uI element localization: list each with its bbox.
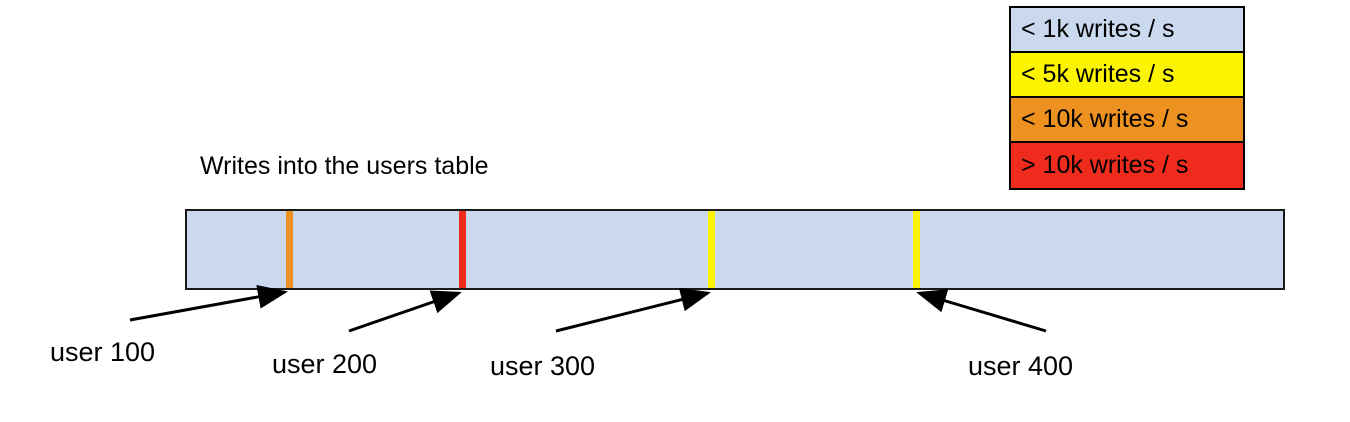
marker-user-300 [708, 211, 715, 288]
label-user-100: user 100 [50, 337, 156, 367]
label-user-200: user 200 [272, 349, 378, 379]
arrow-user-400 [916, 289, 1047, 333]
marker-user-100 [286, 211, 293, 288]
label-user-300: user 300 [490, 351, 596, 381]
users-table-range-bar [185, 209, 1285, 290]
legend-item-lt-1k: < 1k writes / s [1011, 8, 1243, 53]
legend-item-label: < 1k writes / s [1021, 15, 1175, 43]
arrow-user-200 [348, 290, 462, 333]
legend: < 1k writes / s < 5k writes / s < 10k wr… [1009, 6, 1245, 190]
legend-item-label: < 5k writes / s [1021, 60, 1175, 88]
chart-title: Writes into the users table [200, 152, 489, 180]
marker-user-400 [913, 211, 920, 288]
label-user-400: user 400 [968, 351, 1074, 381]
legend-item-lt-10k: < 10k writes / s [1011, 98, 1243, 143]
legend-item-gt-10k: > 10k writes / s [1011, 143, 1243, 188]
legend-item-label: < 10k writes / s [1021, 105, 1189, 133]
marker-user-200 [459, 211, 466, 288]
legend-item-label: > 10k writes / s [1021, 151, 1189, 179]
arrow-user-100 [129, 284, 288, 322]
arrow-user-300 [555, 287, 711, 333]
legend-item-lt-5k: < 5k writes / s [1011, 53, 1243, 98]
